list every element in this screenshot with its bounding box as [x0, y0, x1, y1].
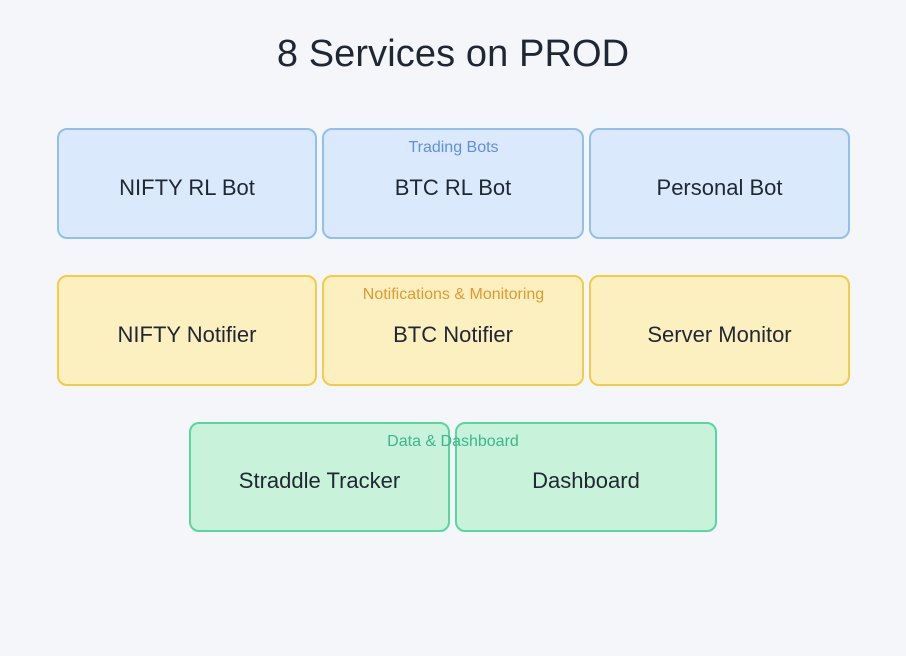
service-group-notifications-monitoring: Notifications & Monitoring NIFTY Notifie… [57, 275, 850, 386]
service-card-nifty-notifier[interactable]: NIFTY Notifier [57, 275, 317, 386]
service-card-straddle-tracker[interactable]: Straddle Tracker [189, 422, 450, 532]
service-card-btc-rl-bot[interactable]: BTC RL Bot [322, 128, 584, 239]
page-title: 8 Services on PROD [276, 33, 630, 75]
service-card-label: NIFTY Notifier [117, 321, 257, 347]
service-card-label: Server Monitor [647, 321, 792, 347]
service-card-label: BTC RL Bot [394, 174, 512, 200]
service-card-label: Dashboard [532, 468, 640, 493]
service-card-label: NIFTY RL Bot [119, 174, 255, 200]
service-card-label: Personal Bot [656, 174, 783, 200]
service-group-data-dashboard: Data & Dashboard Straddle Tracker Dashbo… [189, 422, 717, 532]
service-card-nifty-rl-bot[interactable]: NIFTY RL Bot [57, 128, 317, 239]
service-card-personal-bot[interactable]: Personal Bot [589, 128, 850, 239]
service-card-btc-notifier[interactable]: BTC Notifier [322, 275, 584, 386]
service-card-label: Straddle Tracker [238, 468, 401, 493]
service-group-trading-bots: Trading Bots NIFTY RL Bot BTC RL Bot Per… [57, 128, 850, 239]
service-card-server-monitor[interactable]: Server Monitor [589, 275, 850, 386]
service-card-dashboard[interactable]: Dashboard [455, 422, 717, 532]
service-card-label: BTC Notifier [393, 321, 513, 347]
